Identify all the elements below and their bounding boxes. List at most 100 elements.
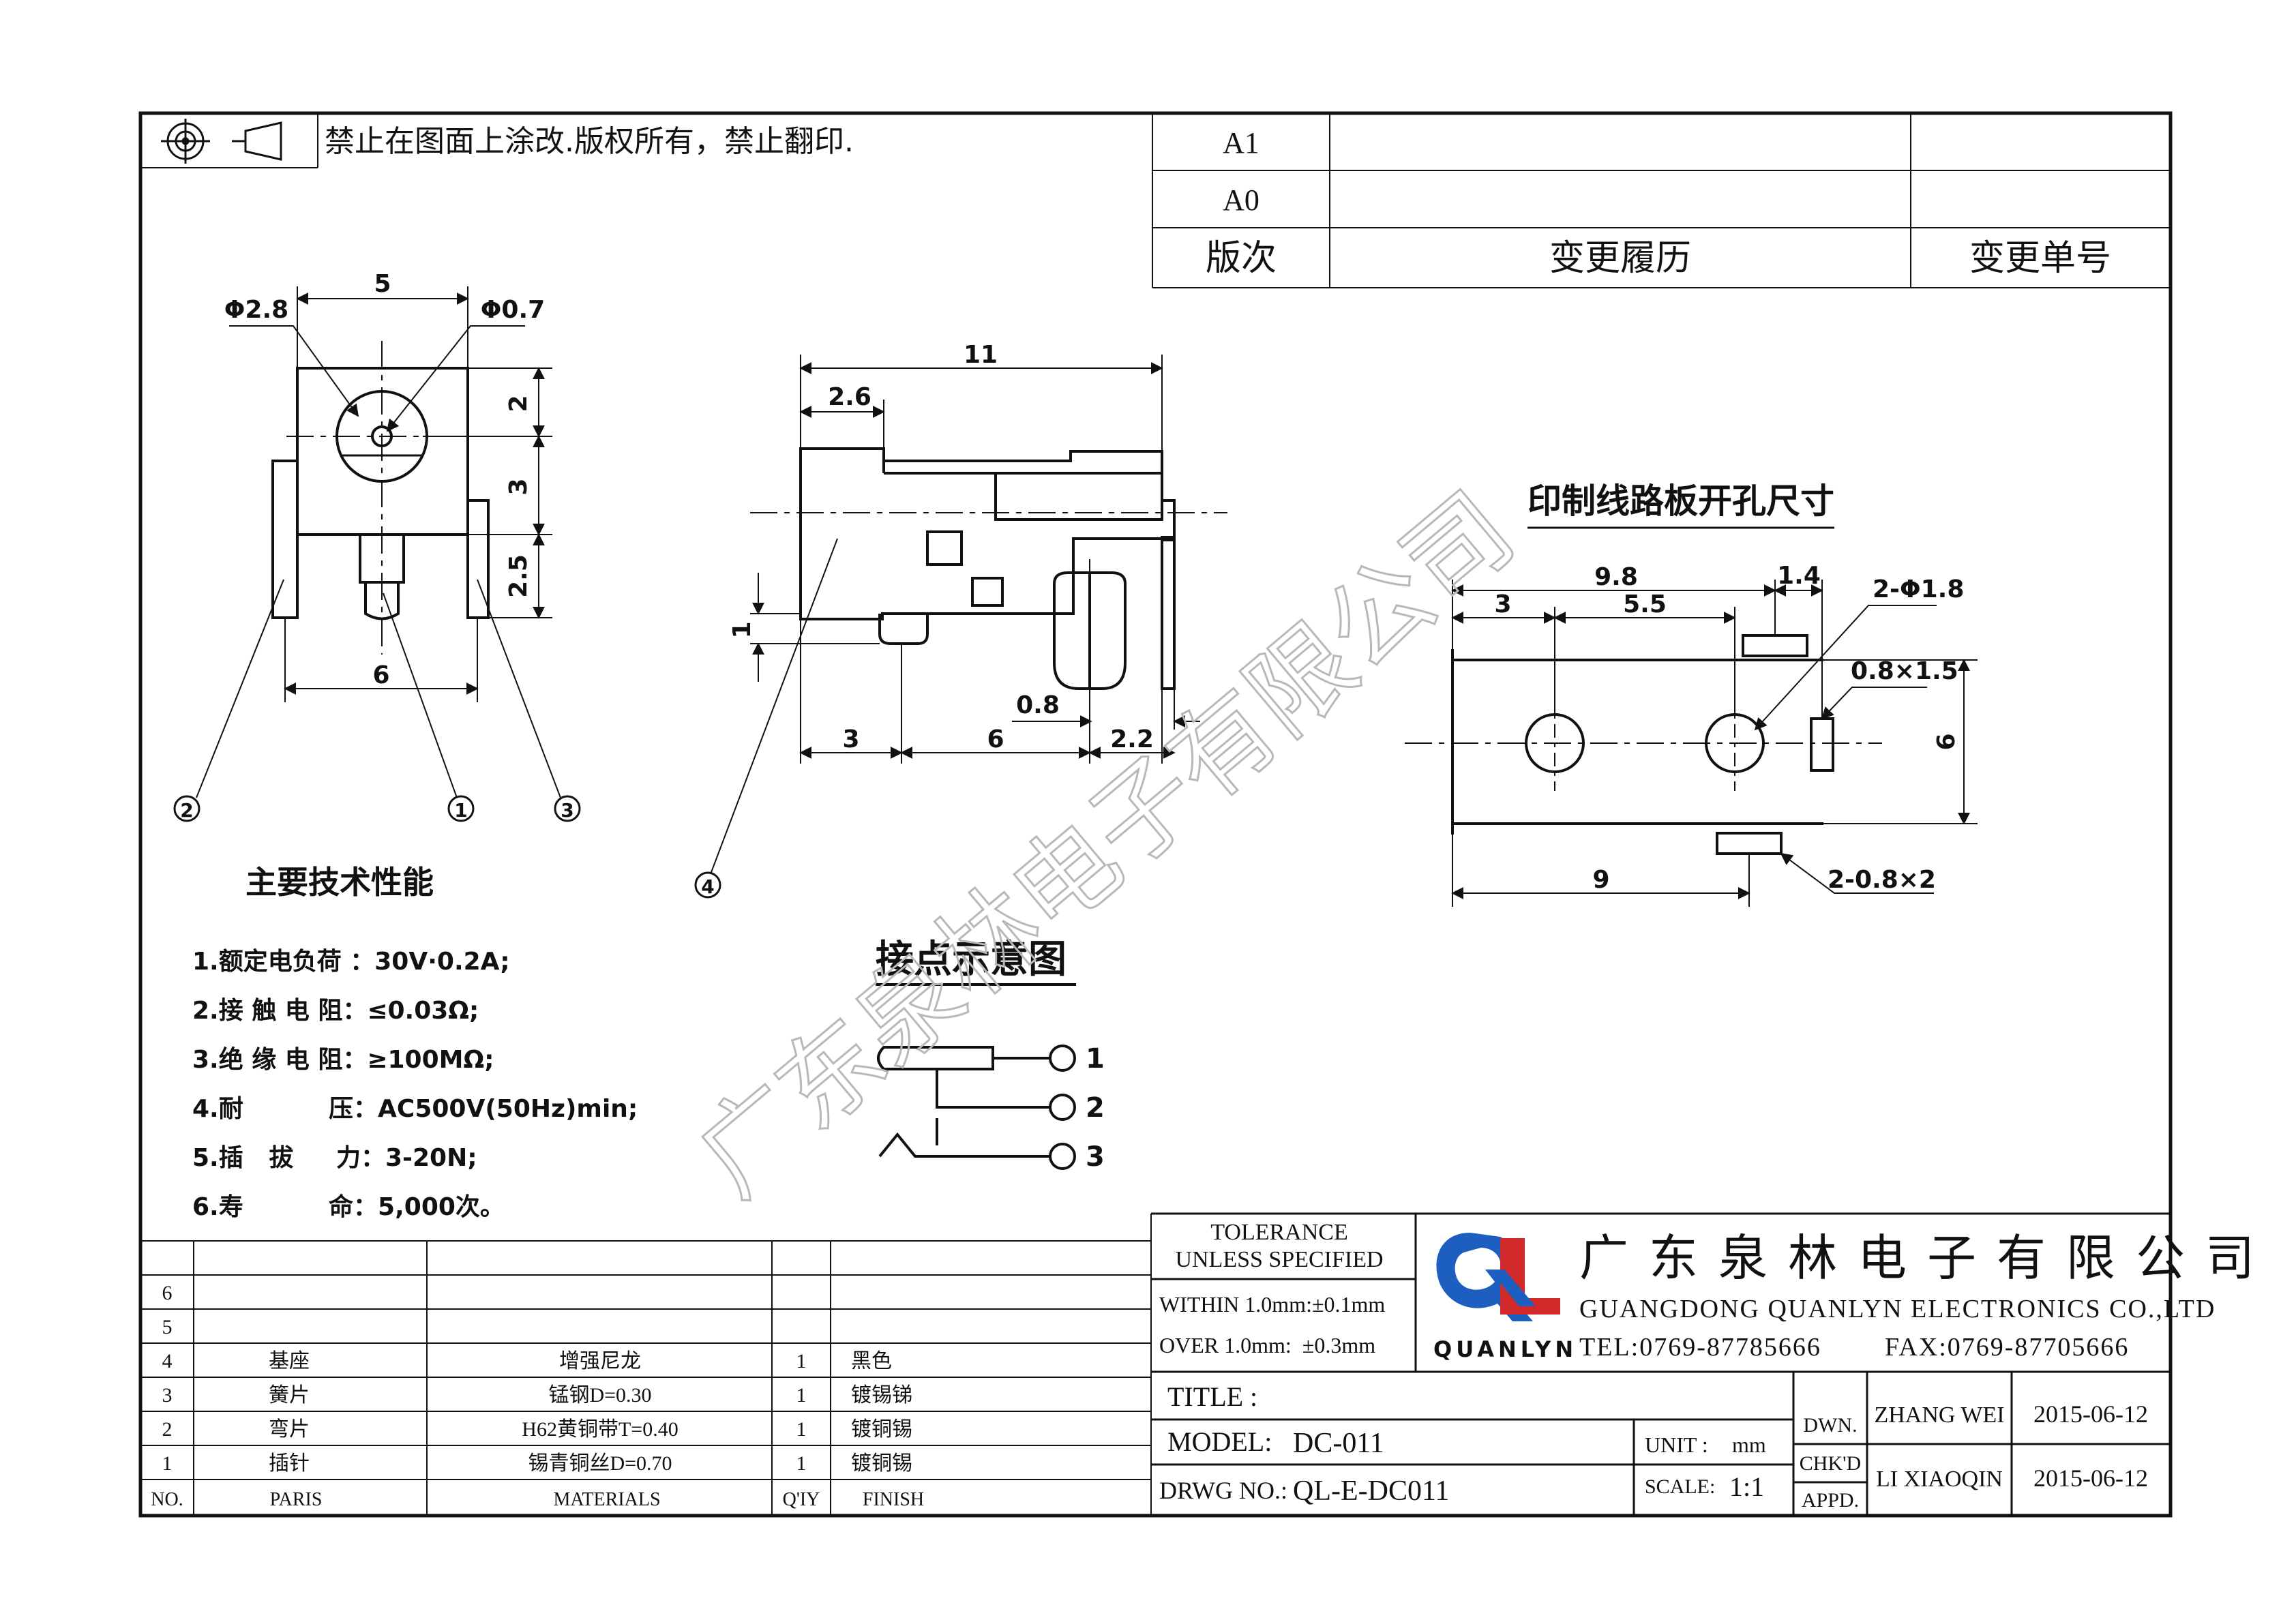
tolerance-title: TOLERANCE bbox=[1210, 1220, 1347, 1245]
dim-front-right-2: 3 bbox=[505, 478, 533, 495]
svg-text:1: 1 bbox=[796, 1384, 807, 1407]
callout-bent-sheet: 2 bbox=[173, 795, 200, 822]
approved-label: APPD. bbox=[1802, 1489, 1859, 1512]
performance-list: 1.额定电负荷 ：30V·0.2A; 2.接 触 电 阻：≤0.03Ω; 3.绝… bbox=[192, 948, 638, 1221]
front-view bbox=[196, 286, 561, 798]
quanlyn-logo-icon bbox=[1436, 1233, 1560, 1321]
pcb-dim-9: 9 bbox=[1592, 866, 1609, 894]
checked-date: 2015-06-12 bbox=[2033, 1465, 2148, 1492]
table-row: 2 弯片 H62黄铜带T=0.40 1 镀铜锡 bbox=[162, 1418, 913, 1441]
dim-side-step: 2.6 bbox=[828, 383, 871, 411]
pcb-layout bbox=[1405, 580, 1978, 907]
svg-text:2: 2 bbox=[162, 1418, 173, 1441]
projection-symbol-icon bbox=[161, 119, 282, 164]
pcb-dim-height: 6 bbox=[1933, 733, 1960, 750]
dim-front-bottom: 6 bbox=[372, 661, 389, 689]
pcb-dim-3: 3 bbox=[1494, 590, 1511, 618]
bom-table: 6 5 4 基座 增强尼龙 1 黑色 3 簧片 锰钢D=0.30 1 镀锡锑 2… bbox=[151, 1282, 924, 1510]
scale-label: SCALE: bbox=[1645, 1475, 1715, 1498]
logo-wordmark: QUANLYN bbox=[1433, 1336, 1577, 1362]
performance-item: 4.耐 压：AC500V(50Hz)min; bbox=[192, 1095, 638, 1123]
performance-item: 1.额定电负荷 ：30V·0.2A; bbox=[192, 948, 510, 976]
copyright-notice: 禁止在图面上涂改.版权所有，禁止翻印. bbox=[325, 124, 854, 159]
contact-pin-1: 1 bbox=[1086, 1043, 1105, 1075]
company-name-en: GUANGDONG QUANLYN ELECTRONICS CO.,LTD bbox=[1579, 1295, 2216, 1323]
tolerance-over: OVER 1.0mm: ±0.3mm bbox=[1159, 1333, 1375, 1357]
contact-pin-3: 3 bbox=[1086, 1141, 1105, 1173]
dim-hole-small: Φ0.7 bbox=[481, 296, 545, 324]
rev-a1: A1 bbox=[1223, 126, 1259, 160]
pcb-dim-5-5: 5.5 bbox=[1623, 590, 1667, 618]
revision-table bbox=[1152, 113, 2171, 288]
pcb-dim-slots-bottom: 2-0.8×2 bbox=[1828, 866, 1936, 894]
svg-text:NO.: NO. bbox=[151, 1489, 183, 1510]
svg-text:4: 4 bbox=[701, 875, 714, 898]
unit-value: mm bbox=[1732, 1432, 1766, 1457]
performance-item: 5.插 拔 力：3-20N; bbox=[192, 1144, 477, 1172]
dim-side-total: 11 bbox=[964, 341, 998, 369]
sheet-border bbox=[138, 111, 2173, 1518]
rev-a0: A0 bbox=[1223, 183, 1259, 217]
dim-hole-large: Φ2.8 bbox=[224, 296, 288, 324]
pcb-layout-title: 印制线路板开孔尺寸 bbox=[1527, 481, 1834, 521]
rev-label: 版次 bbox=[1206, 239, 1277, 278]
dim-front-right-3: 2.5 bbox=[505, 554, 533, 598]
model-value: DC-011 bbox=[1293, 1428, 1384, 1459]
svg-text:黑色: 黑色 bbox=[851, 1350, 892, 1372]
drawing-number-label: DRWG NO.: bbox=[1159, 1477, 1287, 1504]
svg-text:3: 3 bbox=[162, 1384, 173, 1407]
svg-text:基座: 基座 bbox=[269, 1350, 310, 1372]
drawn-label: DWN. bbox=[1803, 1414, 1857, 1437]
checked-by: LI XIAOQIN bbox=[1876, 1467, 2003, 1492]
svg-text:1: 1 bbox=[796, 1418, 807, 1441]
callout-spring: 3 bbox=[554, 795, 581, 822]
callout-pin: 1 bbox=[447, 795, 475, 822]
dim-front-width: 5 bbox=[374, 270, 391, 298]
dim-side-bottom-2: 6 bbox=[987, 725, 1004, 753]
title-block-grid bbox=[1151, 1212, 2171, 1516]
svg-text:1: 1 bbox=[796, 1452, 807, 1475]
svg-text:簧片: 簧片 bbox=[269, 1384, 310, 1407]
change-history-label: 变更履历 bbox=[1549, 239, 1691, 278]
pcb-dim-holes: 2-Φ1.8 bbox=[1873, 575, 1964, 603]
table-row: 1 插针 锡青铜丝D=0.70 1 镀铜锡 bbox=[162, 1452, 913, 1475]
pcb-dim-9-8: 9.8 bbox=[1594, 563, 1638, 591]
svg-text:镀铜锡: 镀铜锡 bbox=[851, 1452, 912, 1475]
company-tel: TEL:0769-87785666 bbox=[1579, 1333, 1821, 1362]
performance-title: 主要技术性能 bbox=[245, 864, 434, 901]
dim-side-bottom-3: 2.2 bbox=[1110, 725, 1154, 753]
svg-text:镀铜锡: 镀铜锡 bbox=[851, 1418, 912, 1441]
checked-label: CHK'D bbox=[1800, 1452, 1861, 1475]
svg-text:3: 3 bbox=[561, 799, 573, 822]
svg-text:H62黄铜带T=0.40: H62黄铜带T=0.40 bbox=[522, 1418, 678, 1441]
svg-text:锡青铜丝D=0.70: 锡青铜丝D=0.70 bbox=[528, 1452, 672, 1475]
contact-diagram bbox=[877, 1045, 1076, 1170]
svg-text:Q'IY: Q'IY bbox=[783, 1489, 820, 1510]
title-label: TITLE : bbox=[1167, 1381, 1257, 1412]
svg-text:1: 1 bbox=[162, 1452, 173, 1475]
svg-text:锰钢D=0.30: 锰钢D=0.30 bbox=[548, 1384, 651, 1407]
dim-front-right-1: 2 bbox=[505, 395, 533, 412]
svg-text:2: 2 bbox=[180, 799, 193, 822]
svg-text:镀锡锑: 镀锡锑 bbox=[851, 1384, 912, 1407]
bom-table-grid bbox=[140, 1214, 1152, 1516]
bom-header-row: NO. PARIS MATERIALS Q'IY FINISH bbox=[151, 1489, 924, 1510]
contact-diagram-title: 接点示意图 bbox=[876, 937, 1067, 982]
pcb-dim-slot: 0.8×1.5 bbox=[1851, 657, 1958, 685]
tolerance-subtitle: UNLESS SPECIFIED bbox=[1175, 1247, 1383, 1272]
company-fax: FAX:0769-87705666 bbox=[1885, 1333, 2129, 1362]
tolerance-within: WITHIN 1.0mm:±0.1mm bbox=[1159, 1292, 1385, 1317]
company-name-cn: 广东泉林电子有限公司 bbox=[1579, 1229, 2275, 1287]
bom-row-no: 6 bbox=[162, 1282, 173, 1304]
dim-side-bottom-1: 3 bbox=[842, 725, 859, 753]
svg-text:插针: 插针 bbox=[269, 1452, 310, 1475]
change-number-label: 变更单号 bbox=[1969, 239, 2111, 278]
drawing-number-value: QL-E-DC011 bbox=[1293, 1475, 1449, 1507]
scale-value: 1:1 bbox=[1729, 1471, 1764, 1502]
svg-text:1: 1 bbox=[796, 1350, 807, 1372]
watermark: 广东泉林电子有限公司 bbox=[676, 470, 1536, 1218]
unit-label: UNIT : bbox=[1645, 1432, 1708, 1457]
dim-pin-width: 0.8 bbox=[1016, 691, 1060, 719]
contact-pin-2: 2 bbox=[1086, 1092, 1105, 1124]
